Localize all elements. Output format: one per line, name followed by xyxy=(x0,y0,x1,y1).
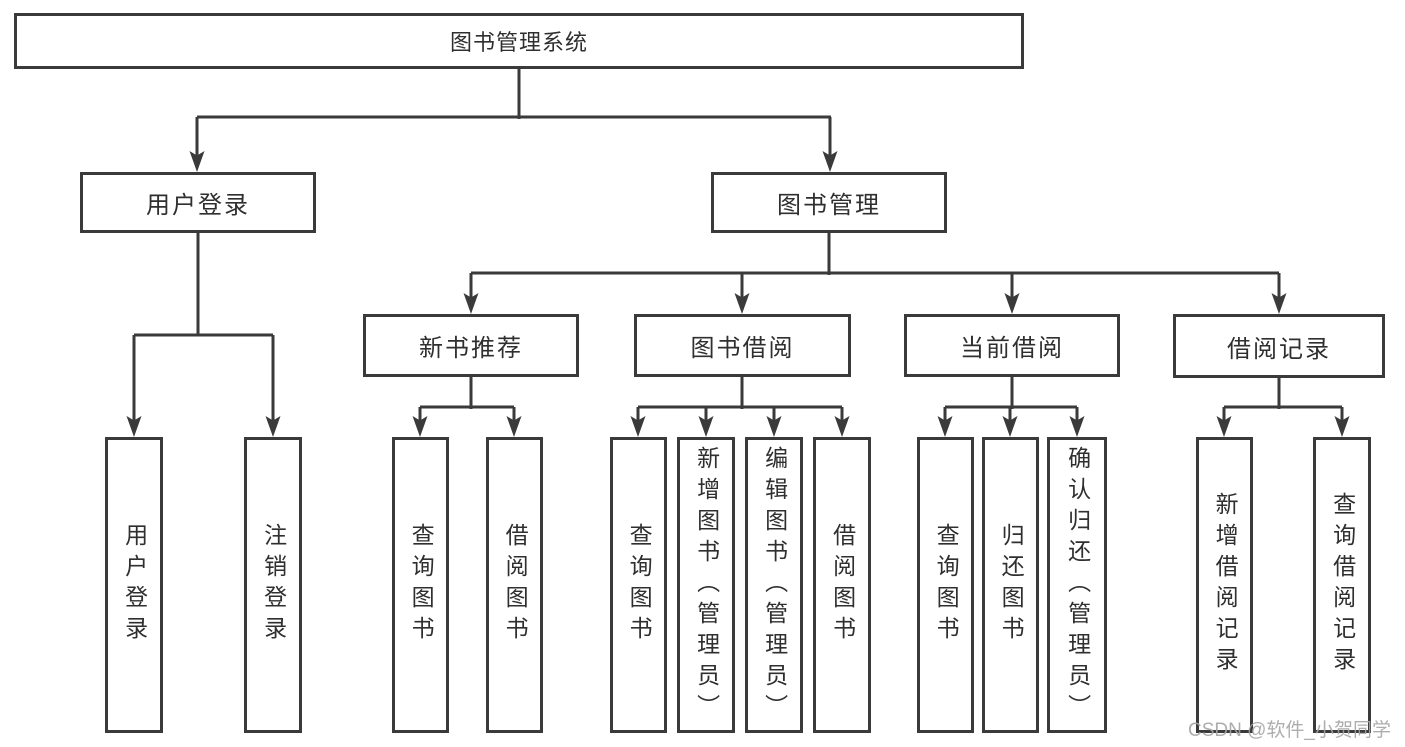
leaf-edit-book-admin-label: 编辑图书（管理员） xyxy=(761,445,788,725)
leaf-borrow-books-newrec-label: 借阅图书 xyxy=(502,523,529,647)
leaf-query-books-borrow-label: 查询图书 xyxy=(626,523,653,647)
leaf-borrow-books-borrow: 借阅图书 xyxy=(813,437,871,733)
node-new-book-recommend: 新书推荐 xyxy=(363,314,579,377)
leaf-query-books-current-label: 查询图书 xyxy=(933,523,960,647)
leaf-user-login-label: 用户登录 xyxy=(121,523,148,647)
leaf-query-borrow-record: 查询借阅记录 xyxy=(1313,437,1371,733)
leaf-logout: 注销登录 xyxy=(244,437,302,733)
node-library-system: 图书管理系统 xyxy=(14,13,1024,69)
leaf-add-book-admin-label: 新增图书（管理员） xyxy=(693,445,720,725)
leaf-query-borrow-record-label: 查询借阅记录 xyxy=(1329,492,1356,678)
leaf-user-login: 用户登录 xyxy=(105,437,163,733)
node-user-login: 用户登录 xyxy=(80,172,316,233)
leaf-query-books-borrow: 查询图书 xyxy=(610,437,667,733)
node-current-borrowing-label: 当前借阅 xyxy=(960,335,1064,362)
node-user-login-label: 用户登录 xyxy=(146,192,250,219)
node-book-borrowing: 图书借阅 xyxy=(634,314,851,377)
leaf-logout-label: 注销登录 xyxy=(260,523,287,647)
node-borrow-records: 借阅记录 xyxy=(1173,314,1385,378)
leaf-borrow-books-newrec: 借阅图书 xyxy=(486,437,543,733)
leaf-borrow-books-borrow-label: 借阅图书 xyxy=(829,523,856,647)
watermark: CSDN @软件_小贺同学 xyxy=(1188,720,1391,741)
node-library-system-label: 图书管理系统 xyxy=(449,30,588,55)
leaf-query-books-newrec: 查询图书 xyxy=(392,437,449,733)
node-current-borrowing: 当前借阅 xyxy=(904,314,1120,377)
leaf-add-borrow-record-label: 新增借阅记录 xyxy=(1212,492,1239,678)
leaf-return-book-label: 归还图书 xyxy=(998,523,1025,647)
leaf-add-borrow-record: 新增借阅记录 xyxy=(1196,437,1253,733)
leaf-query-books-current: 查询图书 xyxy=(917,437,974,733)
leaf-return-book: 归还图书 xyxy=(982,437,1039,733)
leaf-add-book-admin: 新增图书（管理员） xyxy=(677,437,735,733)
leaf-query-books-newrec-label: 查询图书 xyxy=(408,523,435,647)
leaf-confirm-return-admin-label: 确认归还（管理员） xyxy=(1064,445,1091,725)
node-book-management: 图书管理 xyxy=(711,172,947,233)
node-new-book-recommend-label: 新书推荐 xyxy=(419,335,523,362)
leaf-edit-book-admin: 编辑图书（管理员） xyxy=(745,437,803,733)
leaf-confirm-return-admin: 确认归还（管理员） xyxy=(1047,437,1107,733)
node-book-borrowing-label: 图书借阅 xyxy=(690,335,795,362)
node-book-management-label: 图书管理 xyxy=(777,192,881,219)
node-borrow-records-label: 借阅记录 xyxy=(1227,335,1331,363)
